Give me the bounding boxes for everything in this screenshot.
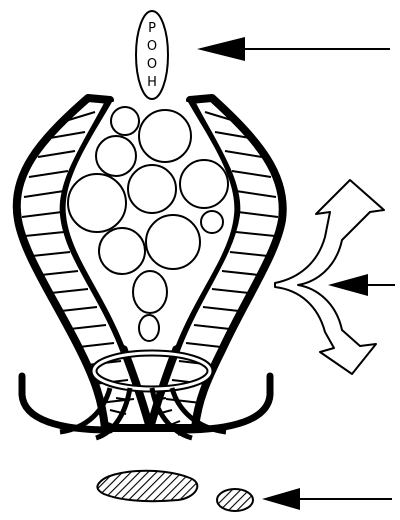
cell — [201, 211, 223, 233]
cell — [180, 160, 228, 208]
middle-arrow-icon — [328, 274, 395, 296]
cell — [146, 215, 200, 269]
cell — [139, 315, 159, 341]
cell — [68, 174, 126, 232]
cell — [96, 136, 136, 176]
released-fragments — [97, 471, 253, 511]
bottom-arrow-icon — [262, 488, 392, 510]
cell — [139, 110, 191, 162]
top-capsule: P O O H — [136, 11, 168, 99]
fragment-large — [97, 471, 197, 501]
cell — [99, 228, 145, 274]
capsule-letter-1: P — [148, 21, 156, 36]
fragment-small — [217, 489, 253, 511]
cell — [128, 165, 176, 213]
capsule-letter-2: O — [147, 39, 157, 54]
top-arrow-icon — [197, 37, 390, 61]
capsule-letter-3: O — [147, 57, 157, 72]
cell — [111, 107, 139, 135]
capsule-letter-4: H — [147, 75, 157, 90]
cell — [133, 271, 167, 313]
